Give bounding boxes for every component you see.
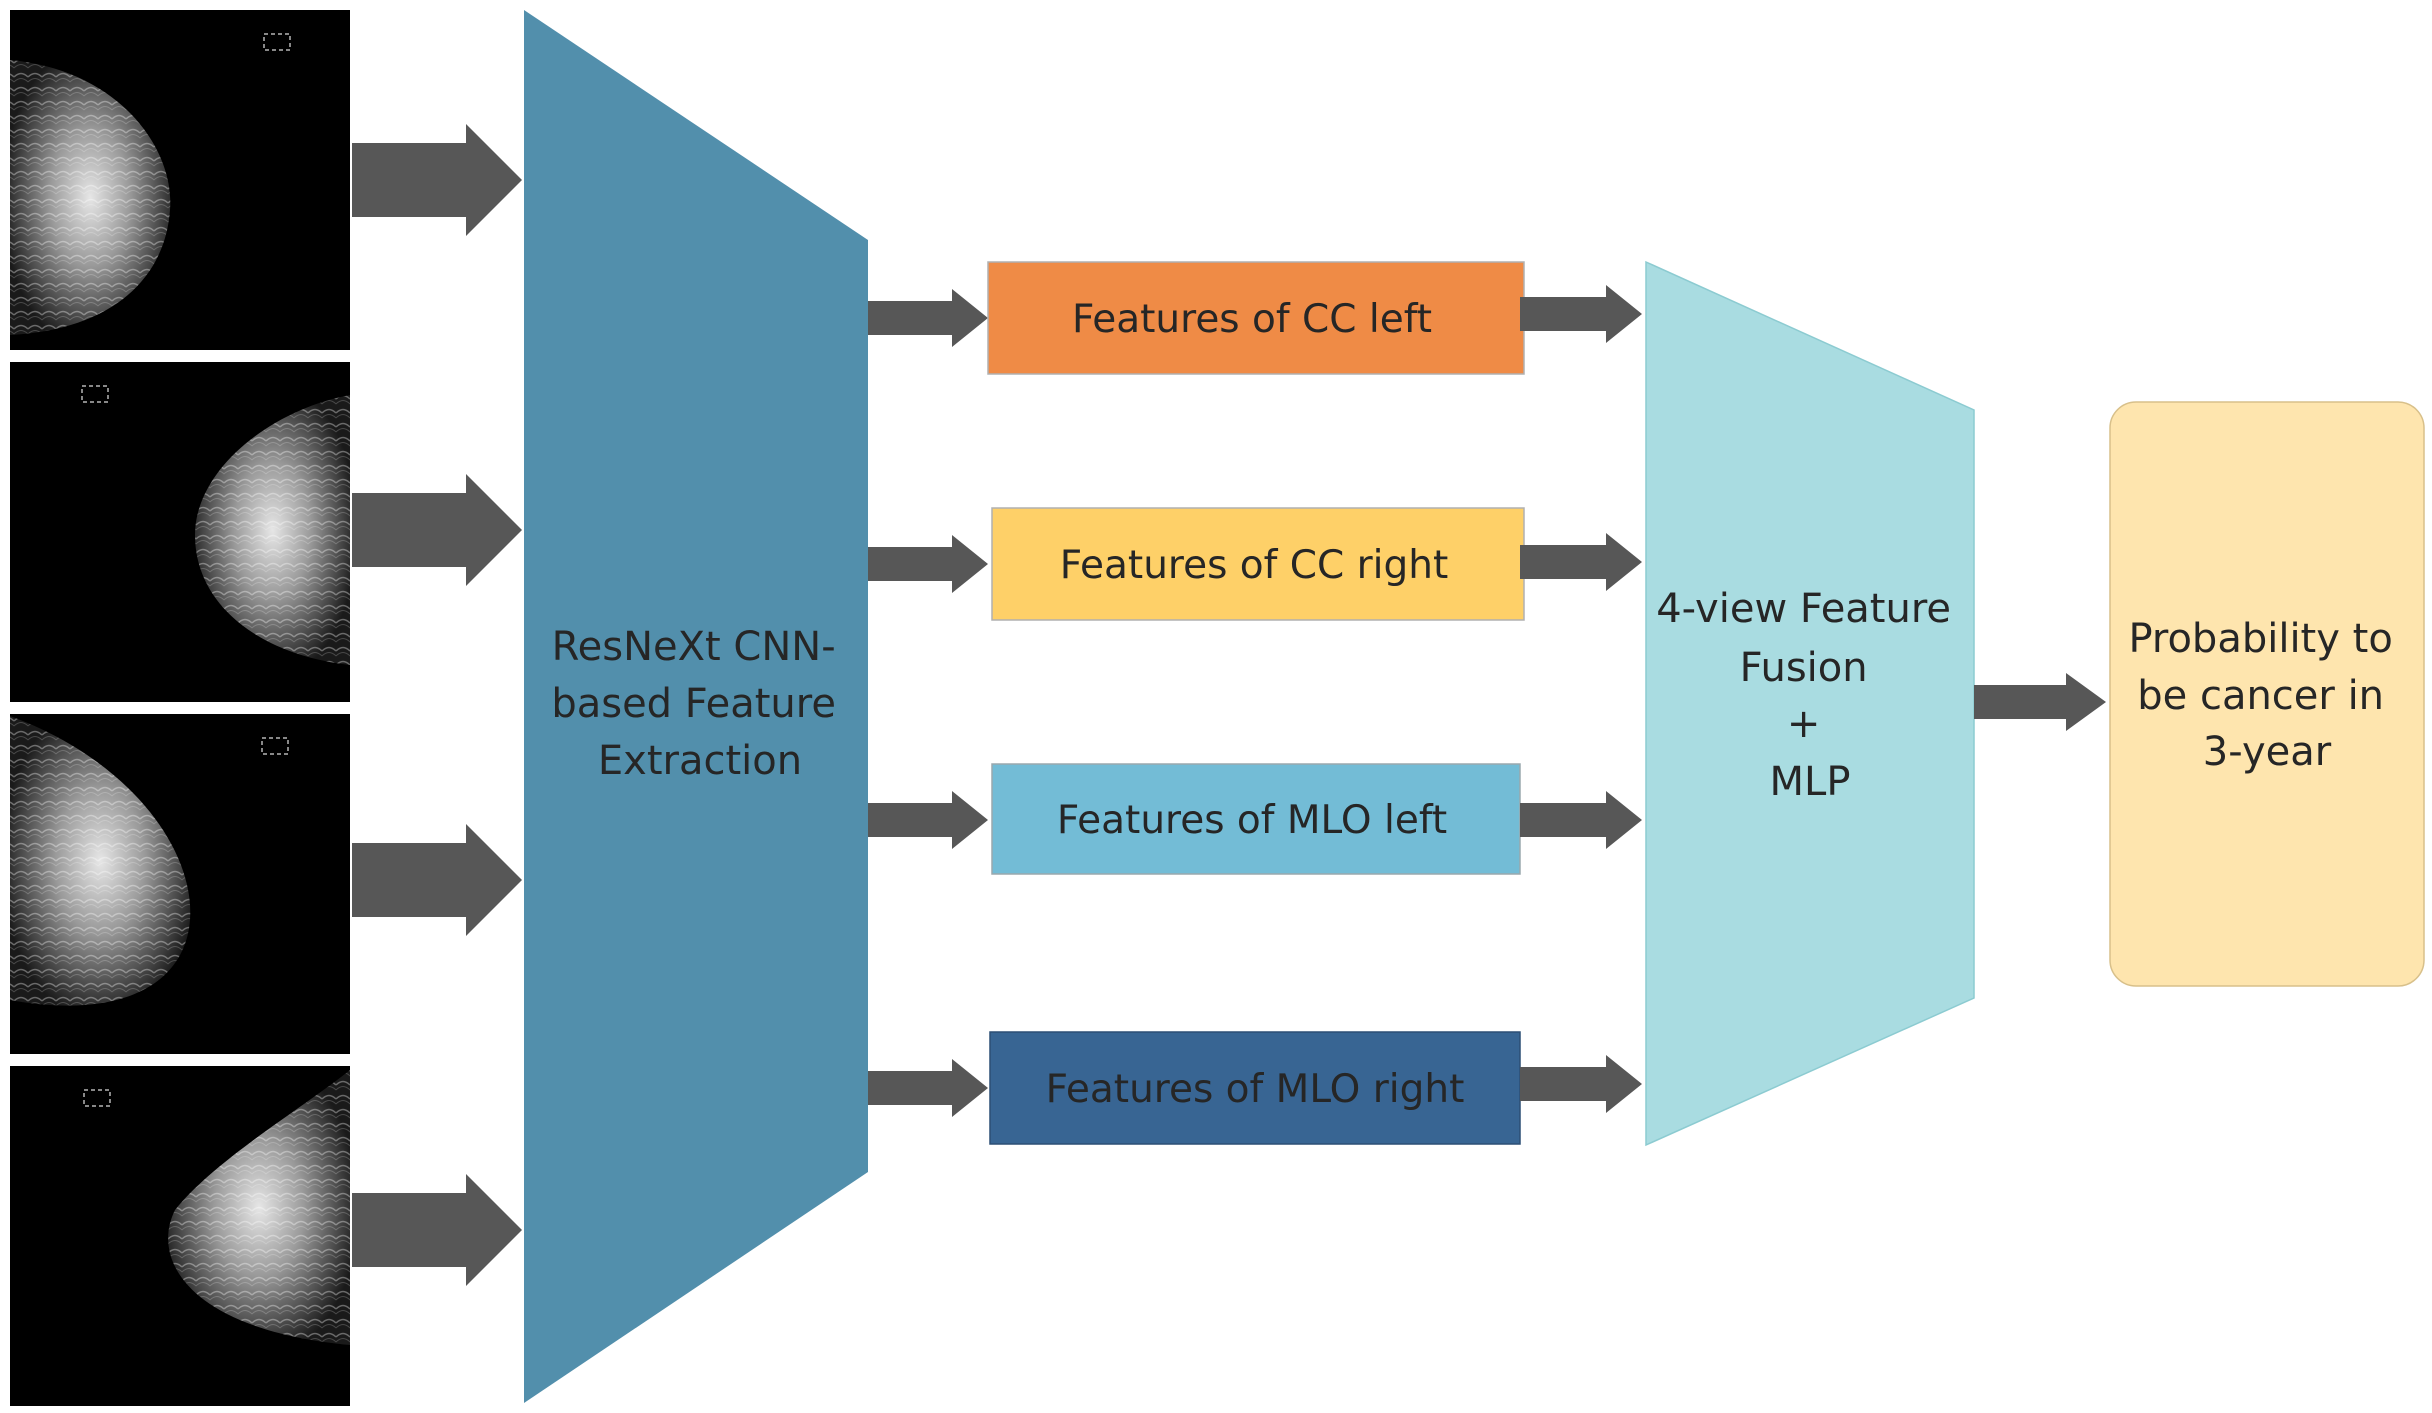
feature-arrow-mlo-left: [1520, 791, 1642, 849]
output-arrow: [1974, 673, 2106, 731]
output-label: Probability to be cancer in 3-year: [2128, 616, 2405, 775]
fusion-line-2: Fusion: [1740, 645, 1868, 691]
extractor-line-2: based Feature: [551, 681, 836, 727]
extractor-arrow-mlo-left: [868, 791, 988, 849]
feature-arrow-mlo-right: [1520, 1055, 1642, 1113]
fusion-line-3: +: [1787, 701, 1821, 747]
feature-box-mlo-left: Features of MLO left: [991, 763, 1521, 875]
feature-box-cc-right: Features of CC right: [991, 507, 1525, 621]
fusion-to-output-arrow: [1974, 673, 2106, 731]
output-line-2: be cancer in: [2137, 673, 2384, 719]
feature-label-mlo-right: Features of MLO right: [1046, 1067, 1465, 1112]
feature-extractor: [524, 10, 868, 1403]
input-arrow-cc-left: [352, 124, 522, 236]
feature-arrows: [1520, 285, 1642, 1113]
mammogram-cc-right: [10, 362, 350, 702]
extractor-label: ResNeXt CNN- based Feature Extraction: [551, 624, 848, 784]
extractor-arrow-cc-right: [868, 535, 988, 593]
feature-box-cc-left: Features of CC left: [987, 261, 1525, 375]
extractor-line-3: Extraction: [598, 738, 802, 784]
extractor-arrow-mlo-right: [868, 1059, 988, 1117]
output-line-1: Probability to: [2128, 616, 2392, 662]
mammogram-mlo-right: [10, 1066, 350, 1406]
input-arrows: [352, 124, 522, 1286]
feature-label-mlo-left: Features of MLO left: [1057, 798, 1447, 843]
fusion-label: 4-view Feature Fusion + MLP: [1656, 586, 1964, 805]
feature-arrow-cc-right: [1520, 533, 1642, 591]
mammogram-cc-left: [10, 10, 350, 350]
fusion-line-4: MLP: [1770, 759, 1851, 805]
extractor-line-1: ResNeXt CNN-: [552, 624, 836, 670]
feature-label-cc-right: Features of CC right: [1060, 543, 1449, 588]
input-arrow-cc-right: [352, 474, 522, 586]
feature-label-cc-left: Features of CC left: [1072, 297, 1432, 342]
extractor-arrows: [868, 289, 988, 1117]
fusion-line-1: 4-view Feature: [1656, 586, 1951, 632]
feature-arrow-cc-left: [1520, 285, 1642, 343]
mammogram-mlo-left: [10, 714, 350, 1054]
input-arrow-mlo-left: [352, 824, 522, 936]
fusion-module: [1645, 260, 1975, 1147]
input-arrow-mlo-right: [352, 1174, 522, 1286]
output-line-3: 3-year: [2203, 729, 2332, 775]
feature-box-mlo-right: Features of MLO right: [989, 1031, 1521, 1145]
output-box: [2109, 401, 2425, 987]
extractor-arrow-cc-left: [868, 289, 988, 347]
